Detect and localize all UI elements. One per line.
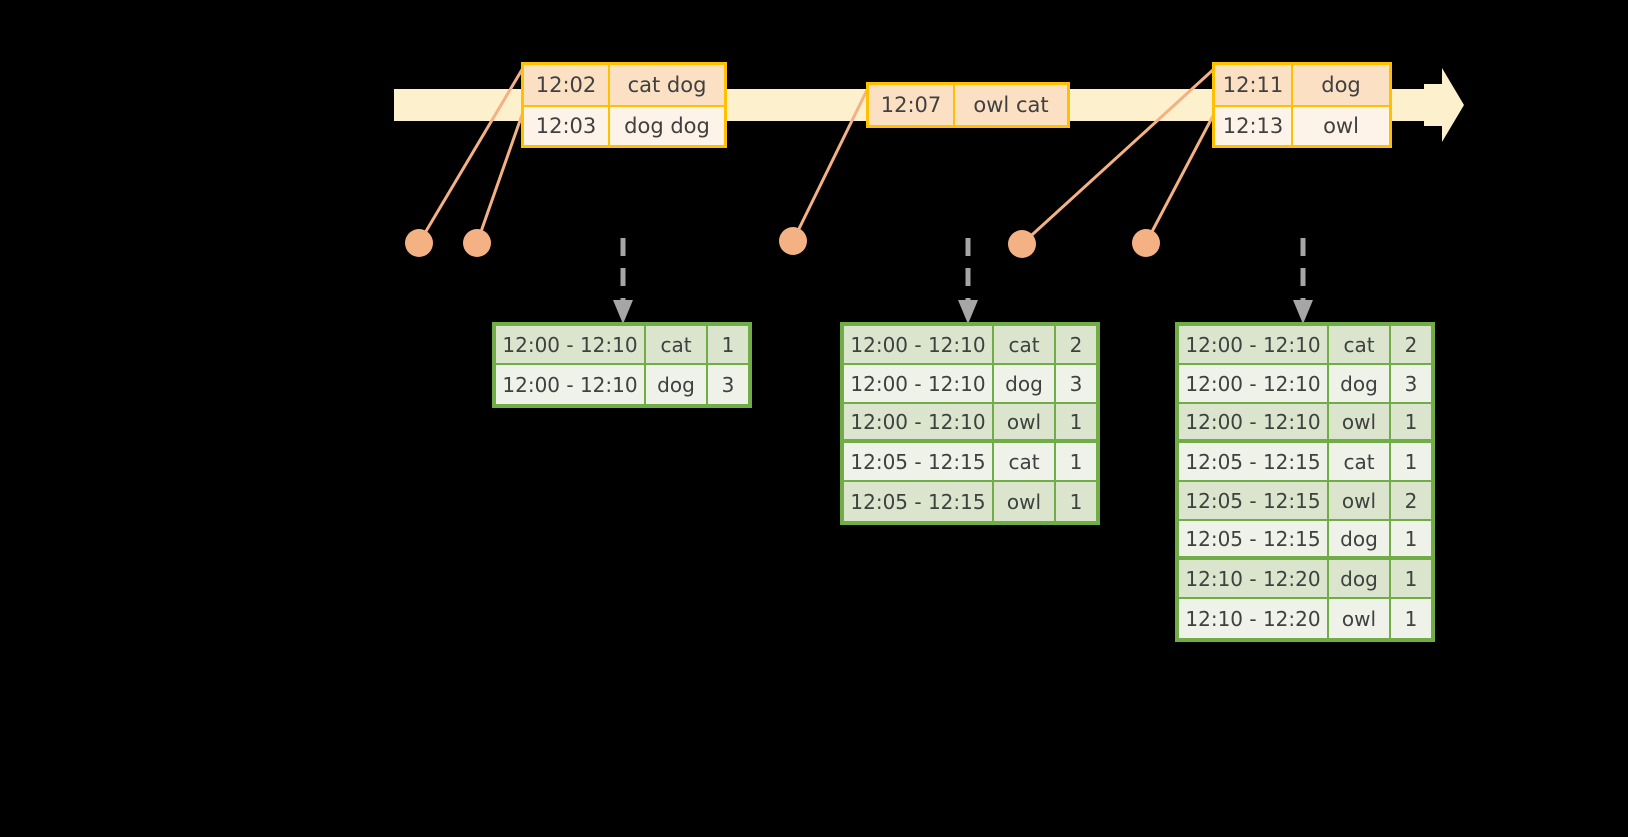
cell-key: owl bbox=[994, 482, 1056, 521]
event-dot-4 bbox=[1008, 230, 1036, 258]
cell-count: 3 bbox=[708, 365, 748, 404]
event-time: 12:07 bbox=[869, 85, 955, 125]
cell-count: 3 bbox=[1056, 365, 1096, 402]
cell-key: cat bbox=[1329, 326, 1391, 363]
event-row: 12:13 owl bbox=[1215, 105, 1389, 145]
cell-window: 12:05 - 12:15 bbox=[1179, 521, 1329, 556]
cell-window: 12:00 - 12:10 bbox=[844, 326, 994, 363]
cell-count: 2 bbox=[1391, 482, 1431, 519]
cell-window: 12:00 - 12:10 bbox=[1179, 326, 1329, 363]
cell-window: 12:05 - 12:15 bbox=[844, 443, 994, 480]
event-words: owl cat bbox=[955, 85, 1067, 125]
event-dot-3 bbox=[779, 227, 807, 255]
cell-count: 2 bbox=[1391, 326, 1431, 363]
cell-key: owl bbox=[1329, 599, 1391, 638]
cell-window: 12:00 - 12:10 bbox=[844, 365, 994, 402]
cell-count: 1 bbox=[1391, 443, 1431, 480]
cell-key: owl bbox=[1329, 482, 1391, 519]
cell-count: 1 bbox=[1391, 404, 1431, 439]
cell-key: dog bbox=[994, 365, 1056, 402]
cell-key: cat bbox=[646, 326, 708, 363]
event-row: 12:02 cat dog bbox=[524, 65, 724, 105]
cell-window: 12:10 - 12:20 bbox=[1179, 560, 1329, 597]
cell-key: cat bbox=[1329, 443, 1391, 480]
dashed-down-arrow-icon-1 bbox=[611, 238, 635, 326]
cell-window: 12:10 - 12:20 bbox=[1179, 599, 1329, 638]
event-time: 12:03 bbox=[524, 107, 610, 145]
dashed-down-arrow-icon-2 bbox=[956, 238, 980, 326]
event-dot-2 bbox=[463, 229, 491, 257]
cell-key: owl bbox=[994, 404, 1056, 439]
cell-key: owl bbox=[1329, 404, 1391, 439]
cell-count: 1 bbox=[1391, 521, 1431, 556]
cell-window: 12:00 - 12:10 bbox=[1179, 365, 1329, 402]
dashed-down-arrow-icon-3 bbox=[1291, 238, 1315, 326]
event-box-1: 12:02 cat dog 12:03 dog dog bbox=[521, 62, 727, 148]
cell-count: 3 bbox=[1391, 365, 1431, 402]
event-row: 12:11 dog bbox=[1215, 65, 1389, 105]
cell-window: 12:00 - 12:10 bbox=[1179, 404, 1329, 439]
cell-key: dog bbox=[1329, 560, 1391, 597]
event-dot-1 bbox=[405, 229, 433, 257]
cell-key: cat bbox=[994, 326, 1056, 363]
event-time: 12:02 bbox=[524, 65, 610, 105]
cell-key: dog bbox=[646, 365, 708, 404]
cell-count: 1 bbox=[1391, 599, 1431, 638]
event-box-3: 12:11 dog 12:13 owl bbox=[1212, 62, 1392, 148]
cell-count: 1 bbox=[1056, 482, 1096, 521]
cell-window: 12:00 - 12:10 bbox=[496, 365, 646, 404]
cell-count: 1 bbox=[1056, 443, 1096, 480]
cell-window: 12:00 - 12:10 bbox=[496, 326, 646, 363]
cell-count: 2 bbox=[1056, 326, 1096, 363]
event-row: 12:07 owl cat bbox=[869, 85, 1067, 125]
event-words: dog dog bbox=[610, 107, 724, 145]
event-box-2: 12:07 owl cat bbox=[866, 82, 1070, 128]
cell-window: 12:05 - 12:15 bbox=[844, 482, 994, 521]
cell-count: 1 bbox=[1391, 560, 1431, 597]
event-words: cat dog bbox=[610, 65, 724, 105]
cell-window: 12:05 - 12:15 bbox=[1179, 443, 1329, 480]
cell-window: 12:05 - 12:15 bbox=[1179, 482, 1329, 519]
cell-key: dog bbox=[1329, 521, 1391, 556]
event-time: 12:11 bbox=[1215, 65, 1293, 105]
event-words: owl bbox=[1293, 107, 1389, 145]
cell-key: dog bbox=[1329, 365, 1391, 402]
event-words: dog bbox=[1293, 65, 1389, 105]
event-dot-5 bbox=[1132, 229, 1160, 257]
cell-window: 12:00 - 12:10 bbox=[844, 404, 994, 439]
event-time: 12:13 bbox=[1215, 107, 1293, 145]
timeline-arrowhead-icon bbox=[1424, 68, 1464, 142]
cell-count: 1 bbox=[708, 326, 748, 363]
cell-count: 1 bbox=[1056, 404, 1096, 439]
event-row: 12:03 dog dog bbox=[524, 105, 724, 145]
cell-key: cat bbox=[994, 443, 1056, 480]
